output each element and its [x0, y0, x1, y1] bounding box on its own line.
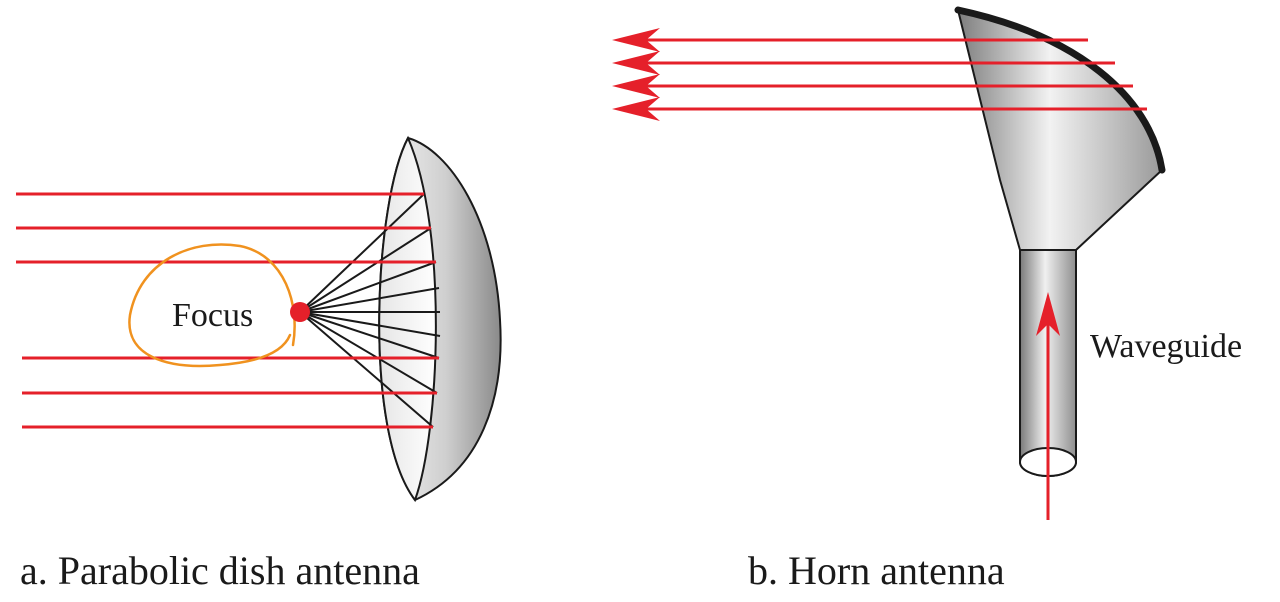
outgoing-arrowheads [612, 28, 660, 121]
waveguide-label: Waveguide [1090, 328, 1242, 365]
feed-arrow-head [1036, 292, 1060, 336]
reflected-rays [299, 193, 441, 428]
parabolic-dish-group: Focus [16, 135, 502, 503]
caption-horn: b. Horn antenna [748, 548, 1005, 593]
horn-antenna-group: Waveguide [612, 6, 1242, 520]
outgoing-rays [625, 38, 1147, 111]
caption-parabolic: a. Parabolic dish antenna [20, 548, 420, 593]
focus-label: Focus [172, 297, 253, 334]
horn-mouth-rim [954, 6, 1166, 174]
annotation-loop [128, 243, 296, 368]
focus-point [290, 302, 310, 322]
incoming-rays [16, 192, 439, 429]
